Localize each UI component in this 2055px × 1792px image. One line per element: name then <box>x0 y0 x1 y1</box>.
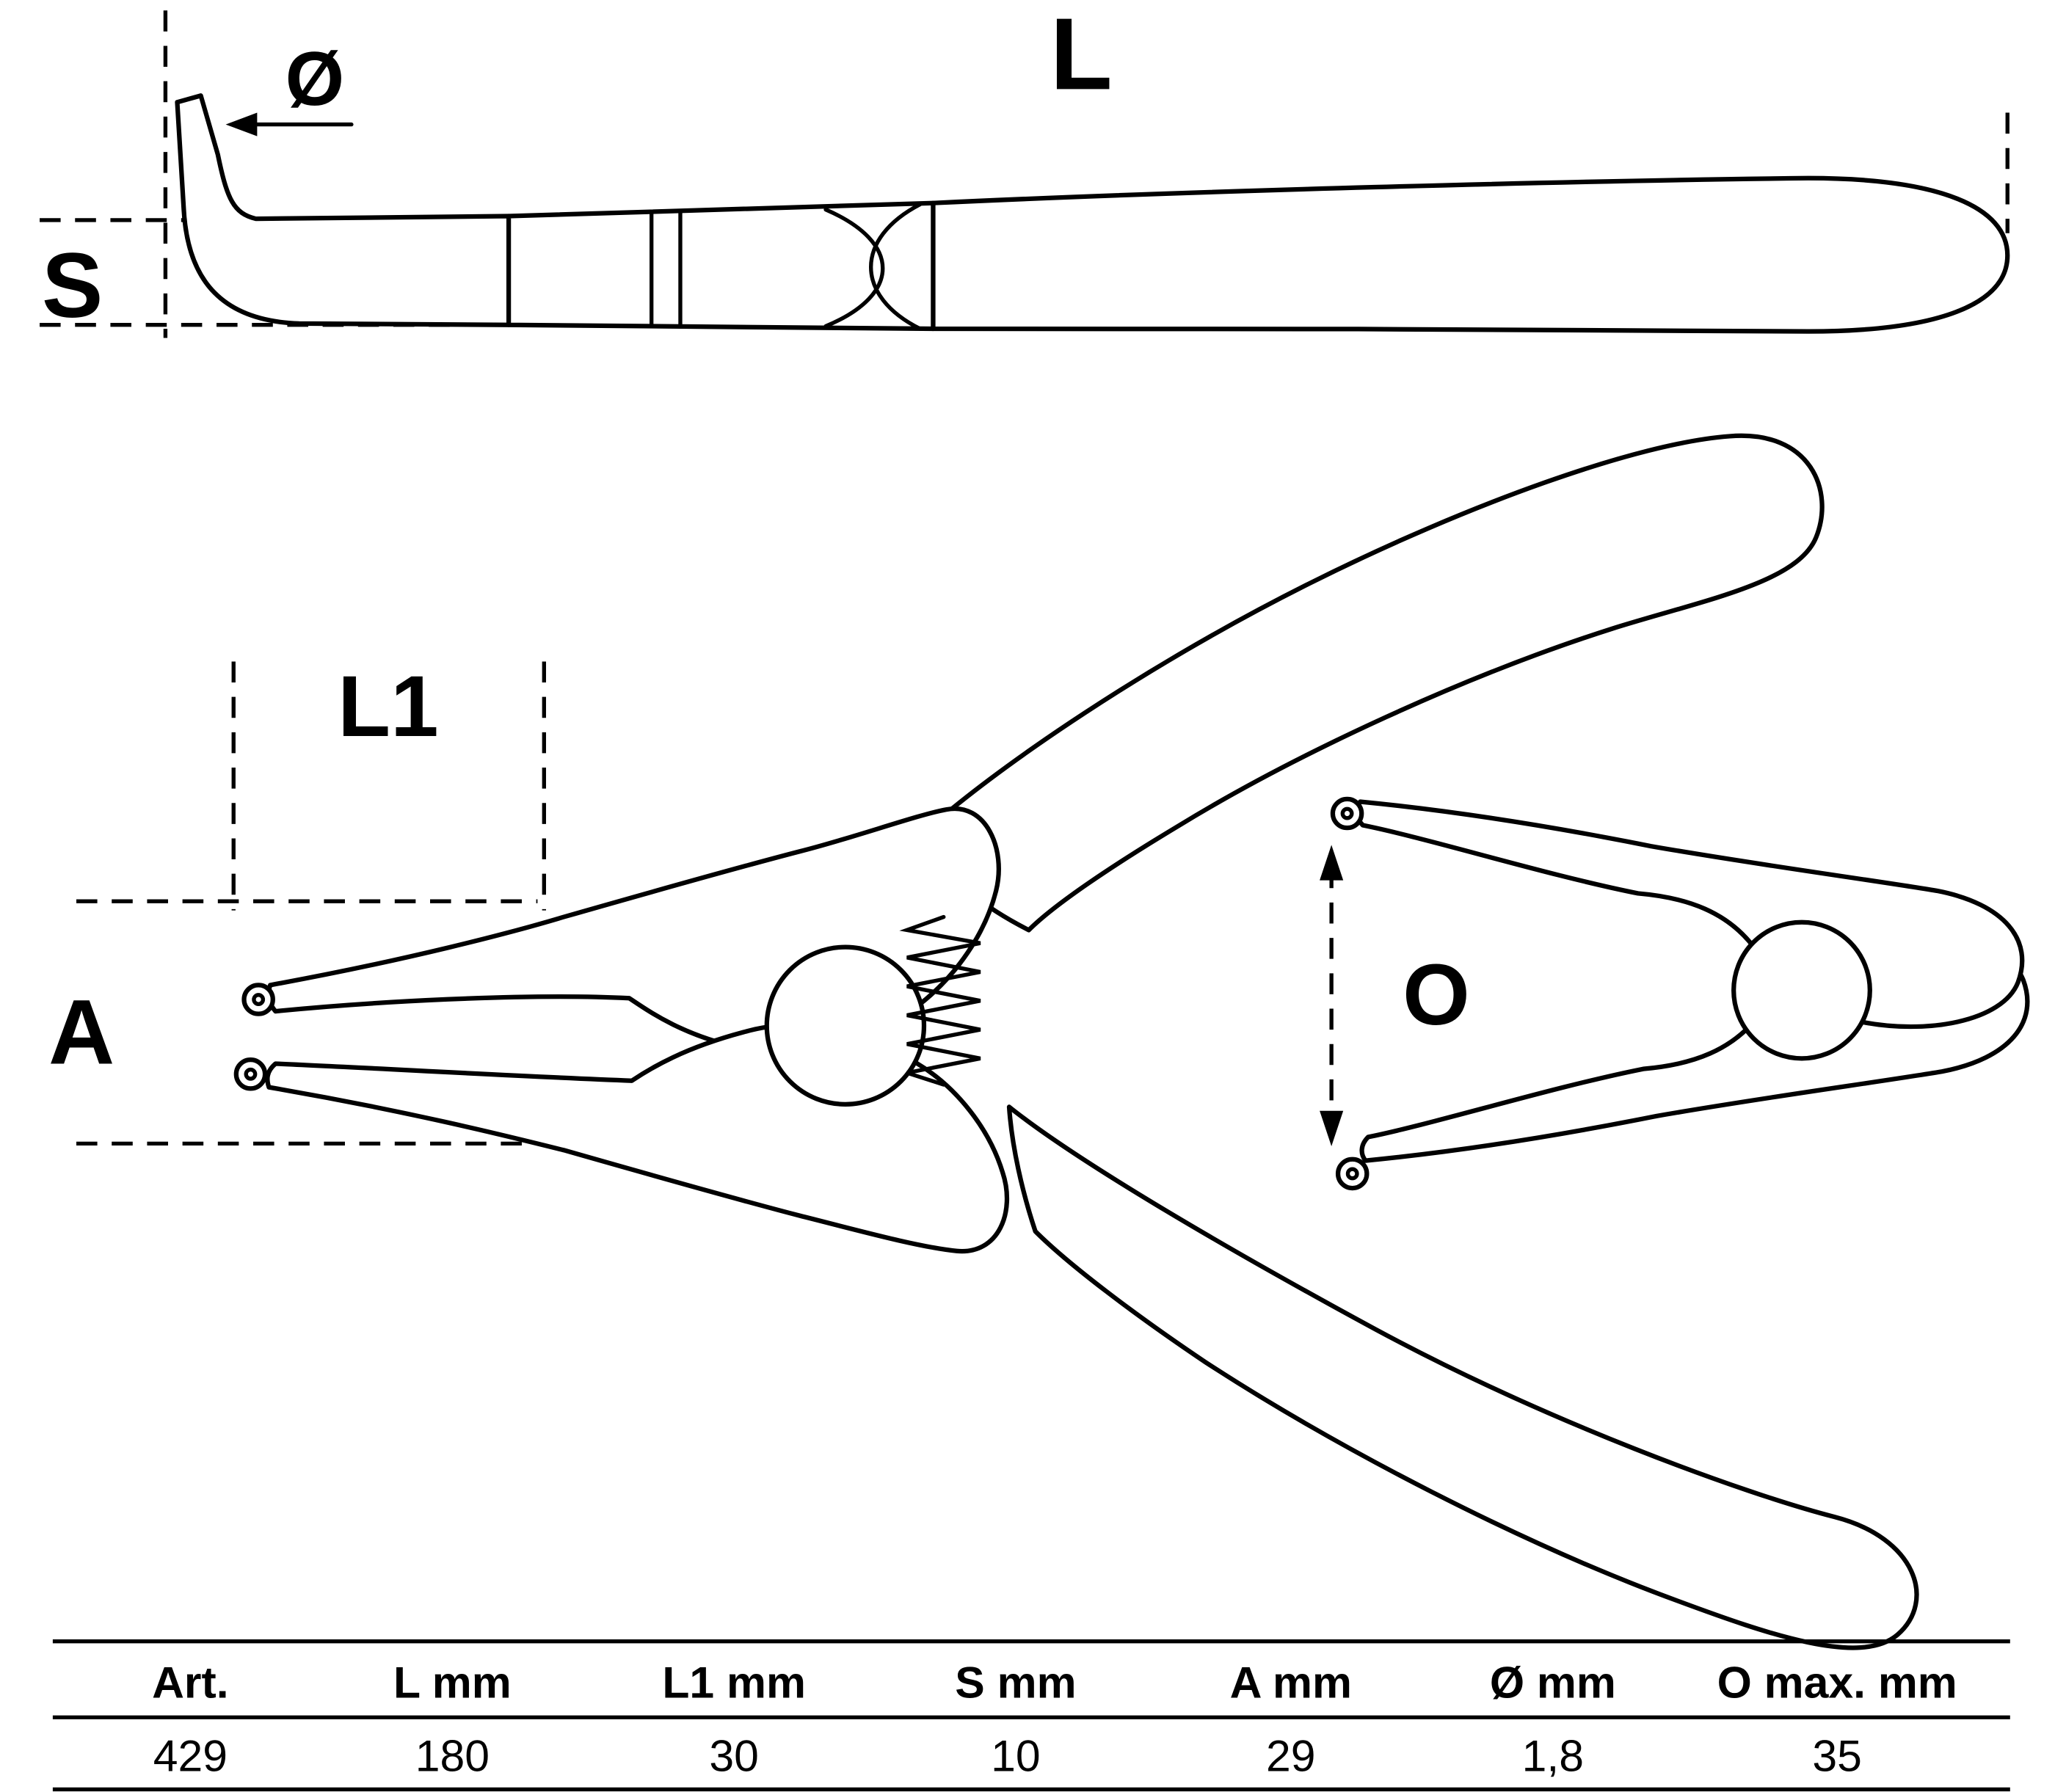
jaw-tip-upper <box>241 983 275 1016</box>
plier-handle-upper <box>914 433 1825 933</box>
spring-coil <box>899 914 981 1087</box>
label-diameter: Ø <box>285 36 345 121</box>
table-value-A: 29 <box>1266 1730 1316 1780</box>
table-header-L: L mm <box>393 1657 512 1707</box>
jaw-detail-view: O <box>1320 796 2030 1191</box>
jaw-tip-lower <box>233 1057 268 1091</box>
table-header-L1: L1 mm <box>662 1657 806 1707</box>
table-header-S: S mm <box>955 1657 1076 1707</box>
side-view-handle <box>931 175 2010 334</box>
table-header-O: O max. mm <box>1717 1657 1957 1707</box>
pivot-boss <box>764 944 927 1107</box>
table-value-L: 180 <box>415 1730 490 1780</box>
detail-tip-upper-hole <box>1340 806 1354 820</box>
table-value-art: 429 <box>153 1730 228 1780</box>
label-A: A <box>48 981 114 1083</box>
table-value-O: 35 <box>1812 1730 1862 1780</box>
side-view: L Ø S <box>40 0 2010 338</box>
plier-handle-lower <box>1006 1104 1919 1650</box>
detail-pivot-boss <box>1731 919 1872 1061</box>
diameter-arrowhead-icon <box>225 112 258 136</box>
table-value-S: 10 <box>991 1730 1041 1780</box>
main-view: L1 A <box>48 433 1919 1650</box>
detail-tip-lower <box>1335 1157 1370 1191</box>
detail-tip-upper <box>1330 796 1364 831</box>
jaw-tip-upper-hole <box>252 993 266 1006</box>
table-header-art: Art. <box>152 1657 229 1707</box>
label-S: S <box>42 235 103 337</box>
side-view-bent-tip <box>175 93 512 327</box>
table-header-A: A mm <box>1230 1657 1352 1707</box>
dim-O-arrowhead-down-icon <box>1320 1110 1344 1146</box>
dim-O-arrowhead-up-icon <box>1320 845 1344 881</box>
table-header-diameter: Ø mm <box>1490 1657 1616 1707</box>
spec-table: Art. L mm L1 mm S mm A mm Ø mm O max. mm… <box>52 1639 2010 1792</box>
label-L1: L1 <box>338 658 438 754</box>
label-O: O <box>1403 946 1470 1043</box>
table-value-diameter: 1,8 <box>1522 1730 1584 1780</box>
detail-tip-lower-hole <box>1345 1167 1359 1181</box>
label-L: L <box>1050 0 1113 111</box>
side-view-pivot-curve-2 <box>869 202 923 331</box>
side-view-pivot-curve-1 <box>823 207 885 329</box>
jaw-tip-lower-hole <box>244 1067 258 1081</box>
table-value-L1: 30 <box>709 1730 759 1780</box>
